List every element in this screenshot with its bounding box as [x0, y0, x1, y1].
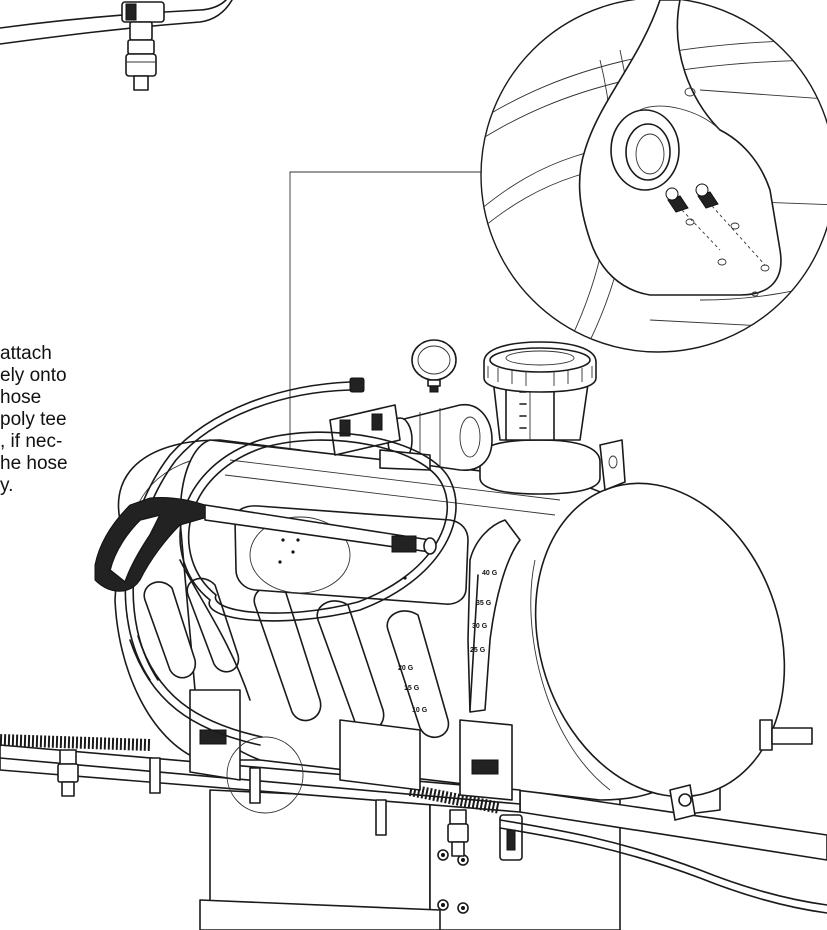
screw-icon	[665, 187, 721, 251]
hoses	[124, 377, 827, 914]
instruction-line: he hose	[0, 453, 68, 474]
boom-nozzle-icon	[447, 809, 469, 857]
sight-gauge-icon	[469, 574, 479, 711]
gauge-label: 15 G	[404, 685, 420, 692]
mounting-bracket-detail-magnifier	[480, 0, 827, 353]
instruction-text: attach ely onto hose poly tee , if nec- …	[0, 343, 250, 497]
instruction-line: poly tee	[0, 409, 67, 430]
spray-wand-handle-icon	[94, 497, 437, 701]
screw-icon	[695, 183, 766, 266]
gauge-label: 25 G	[470, 647, 486, 654]
instruction-line: , if nec-	[0, 431, 63, 452]
pump-motor-icon	[329, 404, 493, 471]
tank-body	[114, 439, 786, 801]
fill-lid-icon	[479, 341, 626, 495]
pressure-gauge-icon	[411, 339, 457, 393]
gauge-label: 40 G	[482, 570, 498, 577]
instruction-line: attach	[0, 343, 52, 364]
tank-ribs	[143, 577, 450, 739]
boom-nozzle-icon	[0, 0, 233, 91]
gauge-label: 30 G	[472, 623, 488, 630]
tank-mount-feet	[189, 689, 513, 814]
tank-gauge-labels: 40 G 35 G 30 G 25 G 20 G 15 G 10 G	[398, 570, 498, 714]
boom-nozzle-icon	[57, 749, 79, 797]
gauge-label: 35 G	[476, 600, 492, 607]
gauge-label: 20 G	[398, 665, 414, 672]
instruction-line: y.	[0, 475, 14, 496]
skid-mount	[199, 789, 621, 930]
gauge-label: 10 G	[412, 707, 428, 714]
instruction-line: hose	[0, 387, 42, 408]
instruction-line: ely onto	[0, 365, 67, 386]
